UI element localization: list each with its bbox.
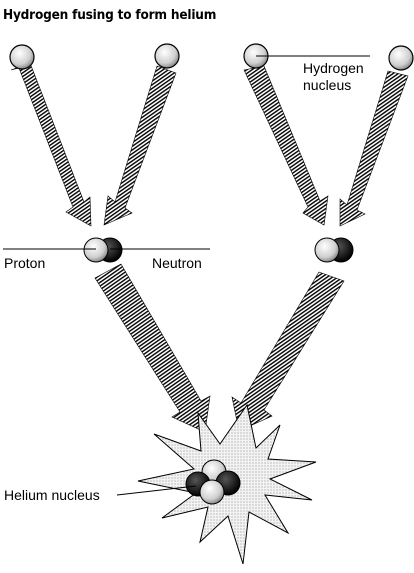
helium-proton-bottom: [200, 480, 224, 504]
proton-label: Proton: [4, 255, 45, 271]
leader-lines: [3, 56, 370, 495]
hydrogen-nucleus-2: [155, 44, 179, 68]
hydrogen-label-line1: Hydrogen: [303, 60, 364, 76]
deuterium-right: [315, 238, 353, 262]
hydrogen-nucleus-4: [389, 46, 413, 70]
hydrogen-label-line2: nucleus: [303, 77, 351, 93]
arrow-top-right-b: [340, 71, 408, 226]
neutron-label: Neutron: [152, 255, 202, 271]
arrow-bottom-left: [95, 264, 210, 432]
proton-ball: [315, 238, 339, 262]
deuterium-left: [84, 238, 122, 262]
helium-nucleus-label: Helium nucleus: [4, 487, 100, 503]
arrow-top-left-a: [11, 63, 91, 226]
hydrogen-nucleus-1: [10, 45, 34, 69]
arrow-top-left-b: [104, 66, 176, 225]
proton-ball: [84, 238, 108, 262]
arrow-bottom-right: [232, 272, 344, 431]
